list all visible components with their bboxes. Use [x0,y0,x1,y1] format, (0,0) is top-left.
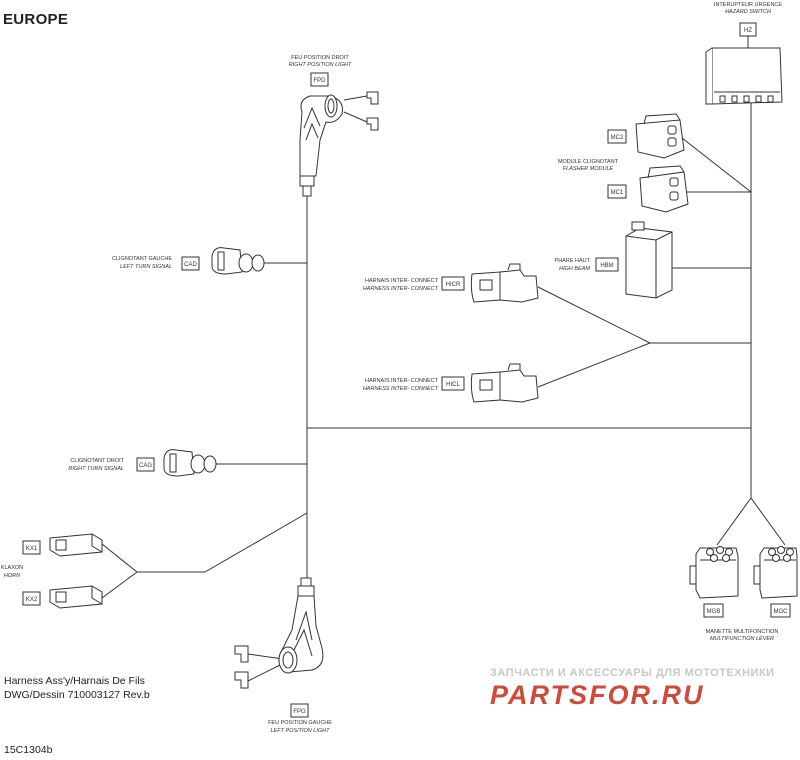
cag-en-label: RIGHT TURN SIGNAL [68,466,124,472]
cad-en-label: LEFT TURN SIGNAL [120,264,172,270]
kx1-connector [22,533,103,557]
hicl-code: HICL [446,382,460,388]
cag-fr-label: CLIGNOTANT DROIT [70,458,124,464]
fpd-wire-b [343,111,368,123]
horn-en-label: HORN [4,573,20,579]
fpg-component [234,577,324,718]
flasher-fr-label: MODULE CLIGNOTANT [558,159,619,165]
cag-connector [136,449,217,477]
mc2-wire [681,137,752,193]
hz-fr-label: INTERUPTEUR URGENCE [714,2,782,8]
footer-drawing-number: DWG/Dessin 710003127 Rev.b [4,689,150,701]
fpd-en-label: RIGHT POSITION LIGHT [289,62,352,68]
cad-connector [181,247,265,275]
hbm-fr-label: PHARE HAUT [555,258,591,264]
hicr-en-label: HARNESS INTER- CONNECT [363,286,439,292]
fpg-en-label: LEFT POSITION LIGHT [271,728,331,734]
mgc-connector [753,546,798,618]
hbm-en-label: HIGH BEAM [559,266,590,272]
kx2-wire [101,571,138,599]
hbm-component [595,221,673,299]
hicr-code: HICR [446,282,461,288]
hazard-switch [705,22,783,105]
mgb-wire [716,497,752,546]
horn-wire-main [204,512,308,573]
fpd-component [299,72,379,197]
hicl-en-label: HARNESS INTER- CONNECT [363,386,439,392]
footer-reference: 15C1304b [4,744,53,756]
kx1-wire [101,543,138,573]
horn-fr-label: KLAXON [1,565,23,571]
cad-code: CAD [184,262,197,268]
hicr-connector [441,263,539,303]
hicr-fr-label: HARNAIS INTER- CONNECT [365,278,439,284]
mc1-code: MC1 [611,190,624,196]
hicr-wire [537,286,651,344]
flasher-en-label: FLASHER MODULE [563,166,614,172]
mc2-code: MC2 [611,135,624,141]
fpd-code: FPD [314,78,327,84]
hz-en-label: HAZARD SWITCH [725,9,771,15]
region-title: EUROPE [3,11,69,28]
watermark-brand: PARTSFOR.RU [490,680,705,710]
multifunction-en-label: MULTIFUNCTION LEVER [710,636,774,642]
hicl-fr-label: HARNAIS INTER- CONNECT [365,378,439,384]
fpd-wire-a [343,95,368,101]
hz-code: HZ [744,28,752,34]
kx1-code: KX1 [26,546,38,552]
mc2-connector [607,113,685,159]
multifunction-fr-label: MANETTE MULTIFONCTION [706,629,779,635]
cag-code: CAG [139,463,152,469]
kx2-connector [22,585,103,609]
mgb-connector [689,546,739,618]
footer-harness-label: Harness Ass'y/Harnais De Fils [4,675,145,687]
fpd-fr-label: FEU POSITION DROIT [291,55,349,61]
mgc-code: MGC [774,609,789,615]
fpg-code: FPG [293,709,306,715]
mgb-code: MGB [707,609,721,615]
hicl-wire [537,342,651,388]
mgc-wire [750,497,786,546]
kx2-code: KX2 [26,597,38,603]
hbm-code: HBM [600,263,613,269]
cad-fr-label: CLIGNOTANT GAUCHE [112,256,172,262]
fpg-fr-label: FEU POSITION GAUCHE [268,720,332,726]
mc1-connector [607,165,689,213]
hicl-connector [441,363,539,403]
watermark-tagline: ЗАПЧАСТИ И АКСЕССУАРЫ ДЛЯ МОТОТЕХНИКИ [490,667,775,679]
